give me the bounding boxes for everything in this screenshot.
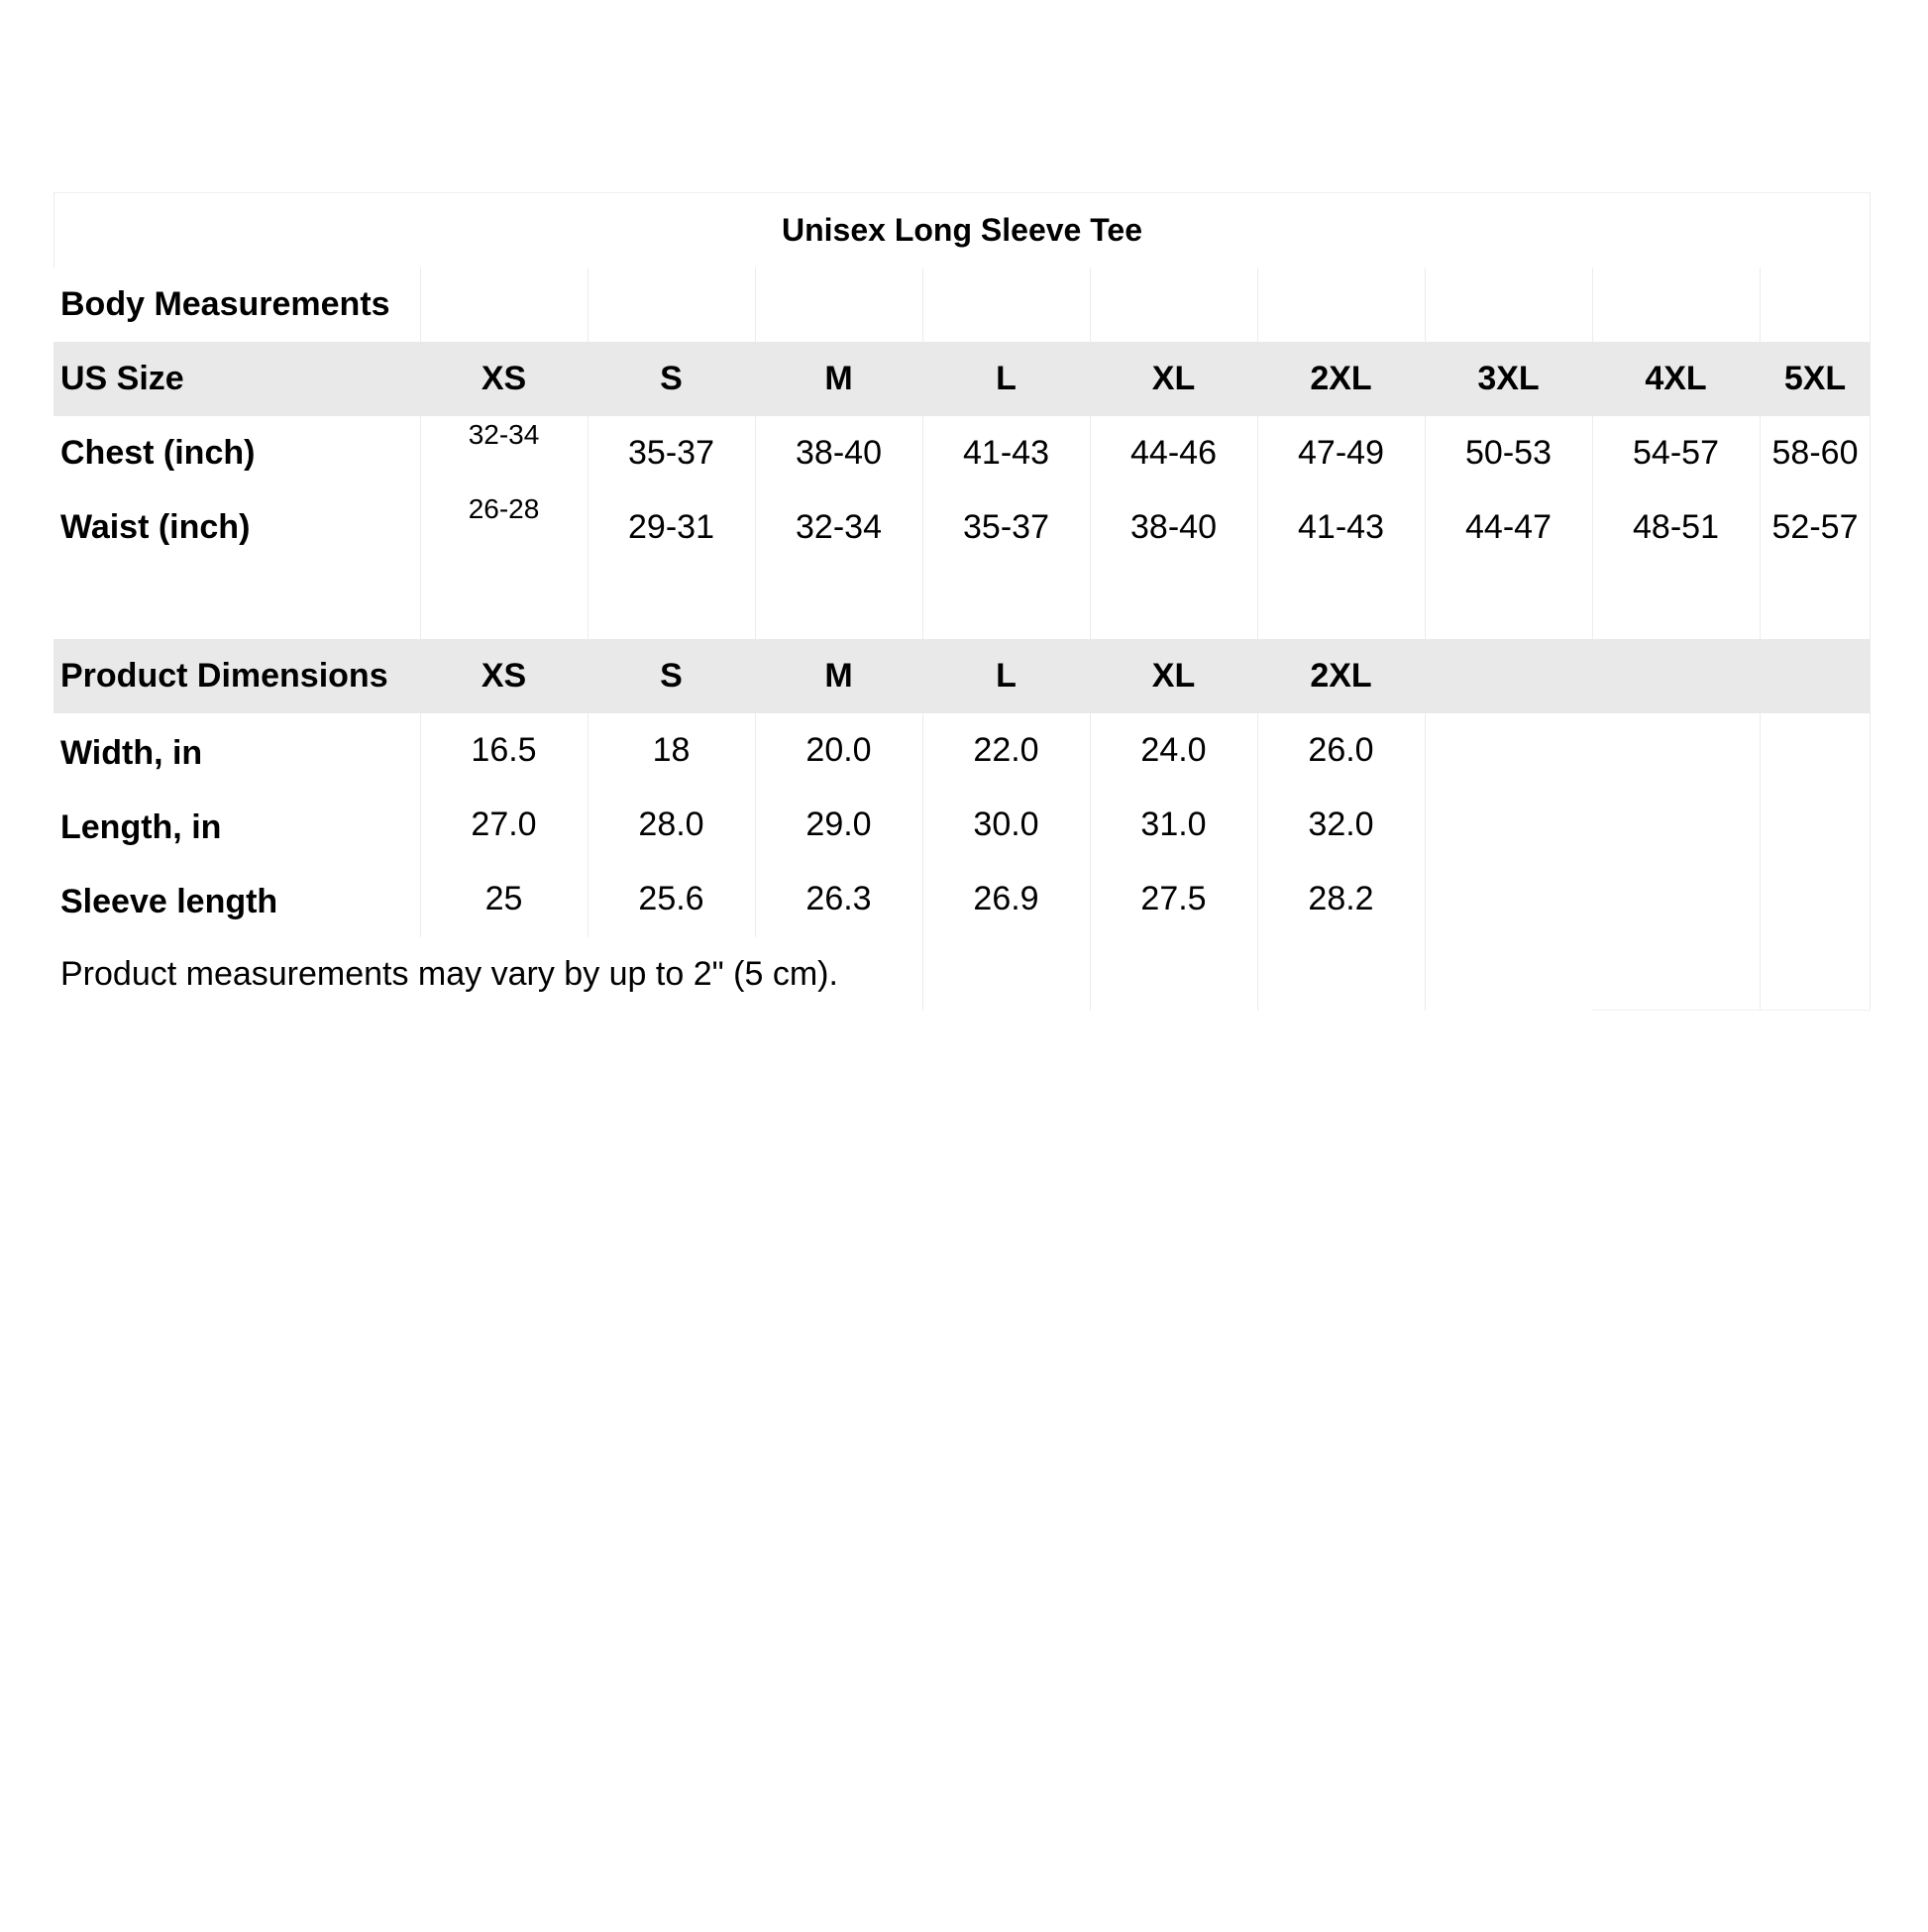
length-xs: 27.0 (471, 805, 537, 843)
chest-5xl: 58-60 (1771, 434, 1859, 472)
size-chart: Unisex Long Sleeve Tee Body Measurements… (54, 192, 1871, 1011)
waist-row: Waist (inch) 26-28 29-31 32-34 35-37 38-… (54, 490, 1871, 565)
length-m: 29.0 (805, 805, 872, 843)
top-border (54, 192, 1871, 193)
product-dimensions-header-row: Product Dimensions XS S M L XL 2XL (54, 639, 1871, 713)
chart-title: Unisex Long Sleeve Tee (782, 212, 1142, 248)
waist-xs: 26-28 (468, 493, 540, 524)
us-size-header-row: US Size XS S M L XL 2XL 3XL 4XL 5XL (54, 342, 1871, 416)
width-label: Width, in (60, 734, 203, 772)
measurement-footnote: Product measurements may vary by up to 2… (60, 955, 838, 993)
chest-label: Chest (inch) (60, 434, 256, 472)
chest-4xl: 54-57 (1633, 434, 1719, 472)
chest-3xl: 50-53 (1465, 434, 1552, 472)
dim-header-xl: XL (1151, 657, 1196, 695)
waist-m: 32-34 (796, 508, 882, 546)
waist-xl: 38-40 (1130, 508, 1217, 546)
size-header-3xl: 3XL (1477, 360, 1540, 397)
grid-line (420, 268, 421, 937)
chest-xl: 44-46 (1130, 434, 1217, 472)
bottom-border (1592, 1010, 1871, 1011)
chest-row: Chest (inch) 32-34 35-37 38-40 41-43 44-… (54, 416, 1871, 490)
waist-5xl: 52-57 (1771, 508, 1859, 546)
waist-2xl: 41-43 (1298, 508, 1384, 546)
grid-line (588, 268, 589, 937)
sleeve-xs: 25 (484, 880, 523, 917)
width-row: Width, in 16.5 18 20.0 22.0 24.0 26.0 (54, 713, 1871, 788)
length-row: Length, in 27.0 28.0 29.0 30.0 31.0 32.0 (54, 788, 1871, 862)
product-dimensions-label: Product Dimensions (60, 657, 388, 695)
width-xs: 16.5 (471, 731, 537, 769)
size-header-xs: XS (481, 360, 527, 397)
grid-line (1592, 268, 1593, 640)
length-l: 30.0 (973, 805, 1039, 843)
waist-label: Waist (inch) (60, 508, 251, 546)
waist-s: 29-31 (628, 508, 714, 546)
length-label: Length, in (60, 808, 222, 846)
body-measurements-label: Body Measurements (60, 285, 390, 323)
sleeve-length-row: Sleeve length 25 25.6 26.3 26.9 27.5 28.… (54, 862, 1871, 936)
chest-2xl: 47-49 (1298, 434, 1384, 472)
dim-header-m: M (824, 657, 853, 695)
sleeve-l: 26.9 (973, 880, 1039, 917)
right-border (1870, 192, 1871, 1011)
dim-header-s: S (660, 657, 683, 695)
grid-line (755, 268, 756, 937)
us-size-label: US Size (60, 360, 184, 397)
chest-l: 41-43 (963, 434, 1049, 472)
waist-4xl: 48-51 (1633, 508, 1719, 546)
body-measurements-heading-row: Body Measurements (54, 268, 1871, 342)
sleeve-xl: 27.5 (1140, 880, 1207, 917)
size-header-xl: XL (1151, 360, 1196, 397)
sleeve-m: 26.3 (805, 880, 872, 917)
sleeve-s: 25.6 (638, 880, 704, 917)
waist-3xl: 44-47 (1465, 508, 1552, 546)
size-header-5xl: 5XL (1783, 360, 1847, 397)
width-m: 20.0 (805, 731, 872, 769)
size-header-s: S (660, 360, 683, 397)
length-2xl: 32.0 (1308, 805, 1374, 843)
width-s: 18 (652, 731, 691, 769)
dim-header-l: L (996, 657, 1017, 695)
size-header-m: M (824, 360, 853, 397)
chest-m: 38-40 (796, 434, 882, 472)
sleeve-2xl: 28.2 (1308, 880, 1374, 917)
width-xl: 24.0 (1140, 731, 1207, 769)
width-2xl: 26.0 (1308, 731, 1374, 769)
size-header-2xl: 2XL (1310, 360, 1372, 397)
size-header-4xl: 4XL (1645, 360, 1707, 397)
sleeve-length-label: Sleeve length (60, 883, 278, 920)
dim-header-xs: XS (481, 657, 527, 695)
chest-s: 35-37 (628, 434, 714, 472)
waist-l: 35-37 (963, 508, 1049, 546)
chest-xs: 32-34 (468, 419, 540, 450)
length-xl: 31.0 (1140, 805, 1207, 843)
dim-header-2xl: 2XL (1310, 657, 1372, 695)
width-l: 22.0 (973, 731, 1039, 769)
length-s: 28.0 (638, 805, 704, 843)
size-header-l: L (996, 360, 1017, 397)
